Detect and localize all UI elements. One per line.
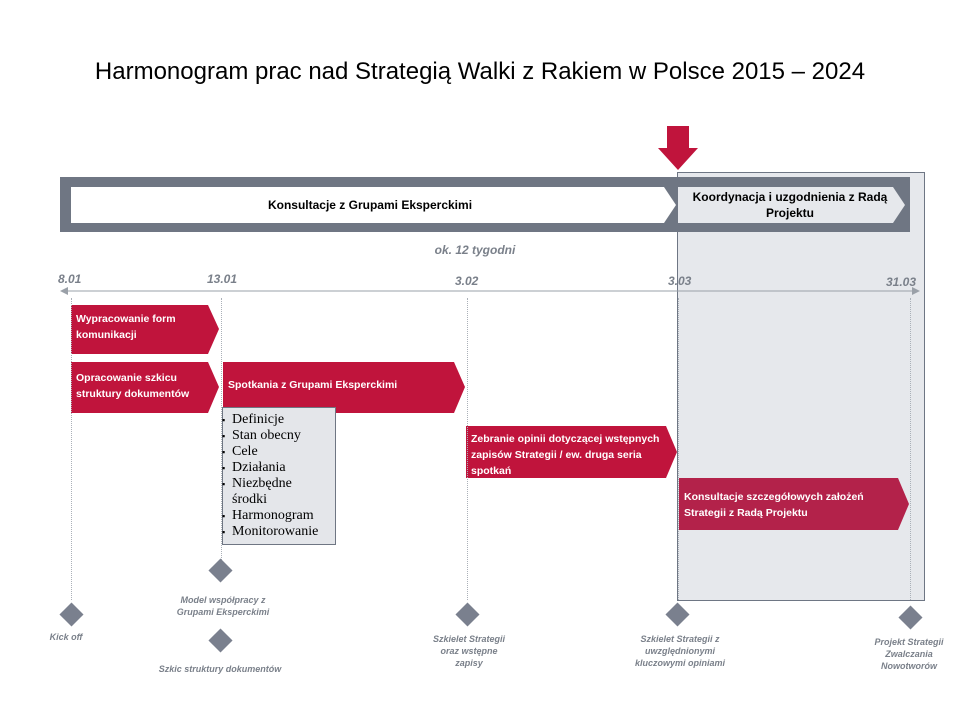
task-label-council: Konsultacje szczegółowych założeń Strate… [684,491,864,519]
task-arrow-opinions [466,426,677,478]
list-item: ▪Stan obecny [222,428,301,443]
date-guide [467,298,468,600]
stage-label-coordination: Koordynacja i uzgodnienia z Radą Projekt… [692,190,888,220]
stage-arrow-coordination [678,187,905,223]
timeline-arrow-right [912,287,920,295]
topics-box [222,407,336,545]
date-label: 13.01 [207,272,238,286]
current-position-arrow [658,126,698,170]
milestone-label: Kick off [49,632,83,642]
list-item: ▪Harmonogram [222,508,314,523]
date-guide [678,298,679,600]
milestone-label: Szkielet Strategii oraz wstępne zapisy [432,634,506,668]
date-label: 8.01 [58,272,82,286]
task-arrow-structure [71,362,219,413]
milestone-label: Szkic struktury dokumentów [158,664,282,674]
date-label: 3.02 [455,274,479,288]
milestone-label: Szkielet Strategii z uwzględnionymi kluc… [634,634,726,668]
list-item: ▪Monitorowanie [222,524,319,539]
task-label-communication: Wypracowanie form komunikacji [76,313,176,341]
task-label-structure: Opracowanie szkicu struktury dokumentów [76,372,190,400]
list-item: ▪Cele [222,444,258,459]
list-item: ▪Niezbędne środki [222,476,292,507]
date-guide [910,298,911,600]
date-label: 31.03 [886,275,917,289]
stage-arrow-consultation [71,187,676,223]
topics-list: ▪Definicje ▪Stan obecny ▪Cele ▪Działania… [222,412,342,540]
date-guide [71,298,72,600]
task-arrow-communication [71,305,219,354]
date-label: 3.03 [668,274,692,288]
milestone-label: Model współpracy z Grupami Eksperckimi [176,595,270,617]
stage-label-consultation: Konsultacje z Grupami Eksperckimi [267,198,473,212]
date-guide [221,298,222,560]
milestone-label: Projekt Strategii Zwalczania Nowotworów [874,637,944,671]
page-title: Harmonogram prac nad Strategią Walki z R… [94,58,866,85]
task-arrow-meetings [223,362,465,413]
task-arrow-council [679,478,909,530]
list-item: ▪Definicje [222,412,285,427]
timeline-arrow-left [60,287,68,295]
task-label-meetings: Spotkania z Grupami Eksperckimi [228,379,398,391]
list-item: ▪Działania [222,460,286,475]
duration-label: ok. 12 tygodni [434,243,516,257]
task-label-opinions: Zebranie opinii dotyczącej wstępnych zap… [471,433,660,477]
